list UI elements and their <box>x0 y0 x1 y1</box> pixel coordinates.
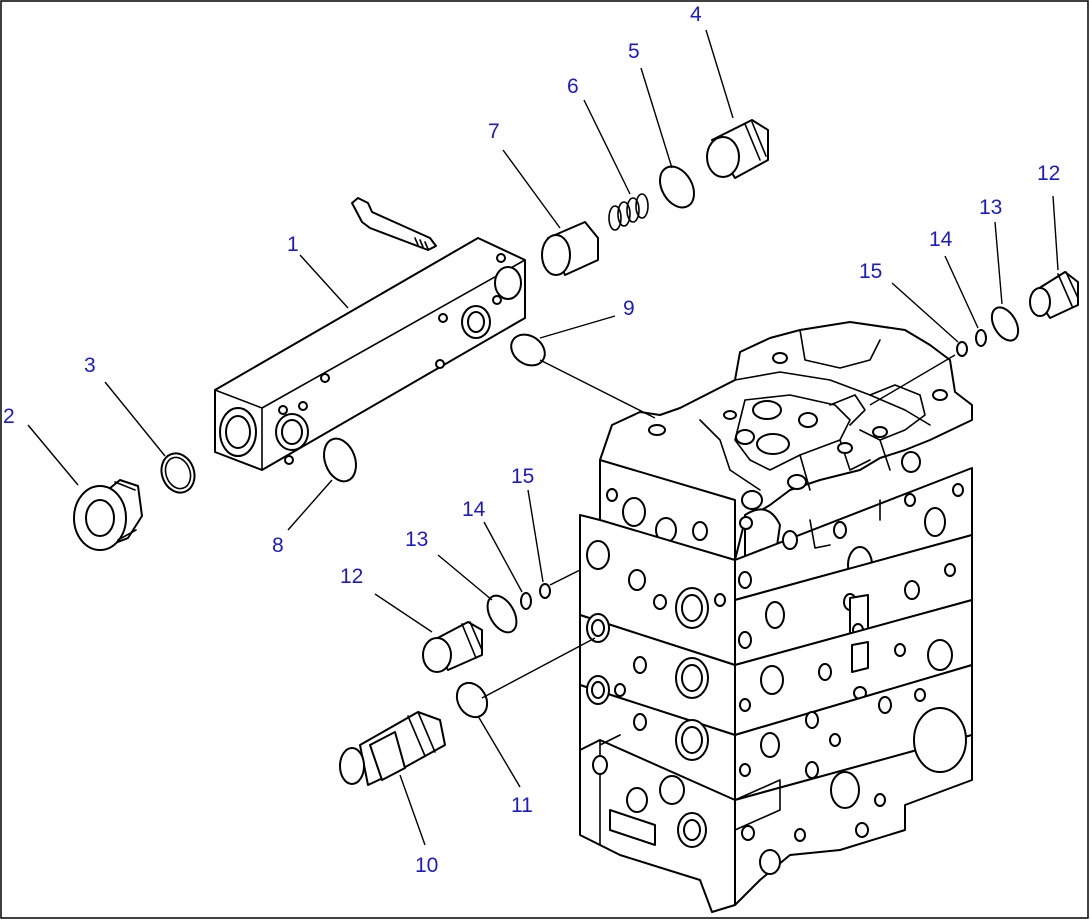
part-6-spring <box>608 193 649 231</box>
callout-15-right: 15 <box>859 260 882 283</box>
leader-lines <box>27 29 1059 846</box>
part-15-ring-right <box>956 341 968 357</box>
part-2-plug <box>73 479 143 551</box>
callout-12-left: 12 <box>340 565 363 588</box>
callout-14-right: 14 <box>929 228 953 251</box>
callout-2: 2 <box>3 405 15 428</box>
part-3-o-ring <box>160 452 196 494</box>
part-13-o-ring-left <box>486 594 518 634</box>
part-4-plug <box>706 119 769 179</box>
part-12-plug-right <box>1029 271 1079 319</box>
callout-13-left: 13 <box>405 528 428 551</box>
callout-9: 9 <box>623 297 635 320</box>
callout-7: 7 <box>488 120 500 143</box>
callout-11: 11 <box>511 794 533 817</box>
callout-12-right: 12 <box>1037 162 1060 185</box>
callout-5: 5 <box>628 40 640 63</box>
callout-3: 3 <box>84 354 96 377</box>
callout-8: 8 <box>272 534 284 557</box>
callout-1: 1 <box>287 233 299 256</box>
callout-14-left: 14 <box>462 498 486 521</box>
part-12-plug-left <box>422 621 483 673</box>
callout-6: 6 <box>567 75 579 98</box>
valve-body-assembly <box>579 321 973 913</box>
part-9-o-ring <box>510 333 546 367</box>
part-15-ring-left <box>539 583 551 599</box>
part-14-ring-left <box>520 592 532 610</box>
part-5-o-ring <box>658 165 696 209</box>
part-8-o-ring <box>323 437 357 483</box>
part-1-valve-block <box>214 197 526 471</box>
part-3-o-ring-inner <box>164 456 192 490</box>
part-11-o-ring <box>455 681 489 719</box>
callout-10: 10 <box>415 854 438 877</box>
part-13-o-ring-right <box>990 306 1020 342</box>
callout-13-right: 13 <box>979 196 1002 219</box>
part-7-spool <box>541 221 599 276</box>
callout-15-left: 15 <box>511 465 534 488</box>
callout-labels: 1 2 3 4 5 6 7 8 9 10 11 12 12 13 13 14 1… <box>3 3 1060 877</box>
part-14-ring-right <box>975 329 987 347</box>
callout-4: 4 <box>690 3 702 26</box>
part-10-valve-cartridge <box>339 711 446 786</box>
